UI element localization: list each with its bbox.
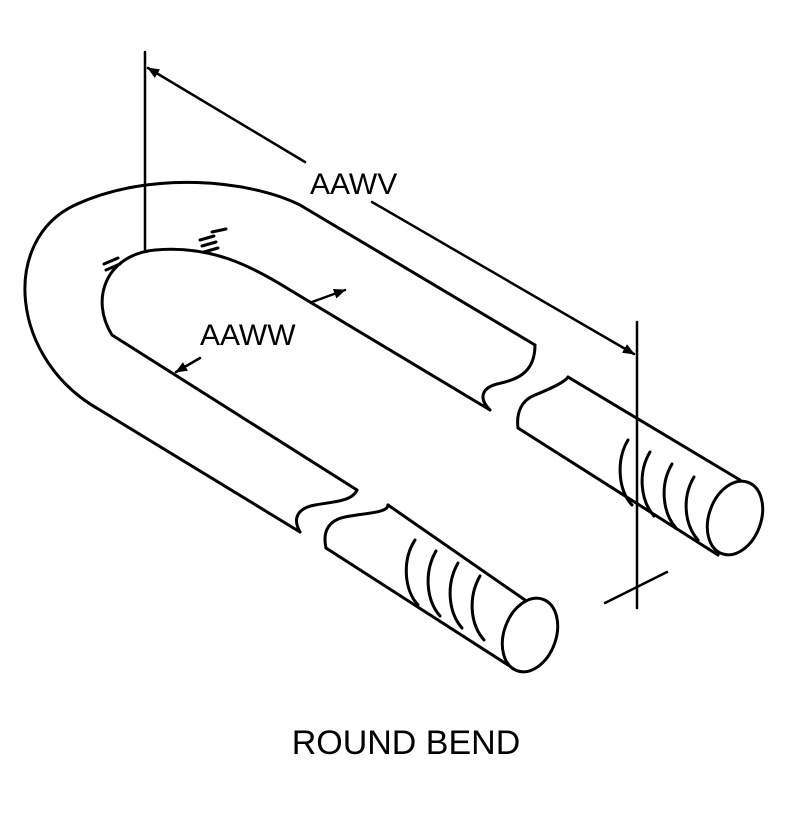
inside-width-arrow-up: [310, 288, 347, 304]
rear-leg-threads: [618, 438, 700, 542]
u-bolt-inner-contour: [100, 247, 492, 492]
front-leg-segment: [324, 503, 527, 667]
overall-length-tick: [603, 570, 669, 605]
front-leg-threads: [404, 538, 486, 642]
rear-leg-break-right: [516, 375, 570, 430]
front-leg-break-left: [295, 488, 359, 534]
rear-leg-break-left: [481, 343, 537, 412]
rear-leg-segment: [516, 375, 742, 557]
rear-leg-end-face: [705, 479, 765, 557]
front-leg-break-right: [323, 503, 390, 550]
front-leg-end-face: [500, 596, 560, 674]
inside-width-label: AAWW: [200, 319, 296, 352]
diagram-caption: ROUND BEND: [292, 724, 521, 762]
overall-length-label: AAWV: [310, 168, 397, 201]
bend-wrinkle-marks: [102, 227, 228, 272]
overall-length-dimension-line-b: [370, 200, 636, 356]
inside-width-arrow-down: [174, 356, 202, 374]
overall-length-dimension-line-a: [146, 66, 307, 164]
u-bolt-outer-contour: [23, 180, 537, 534]
